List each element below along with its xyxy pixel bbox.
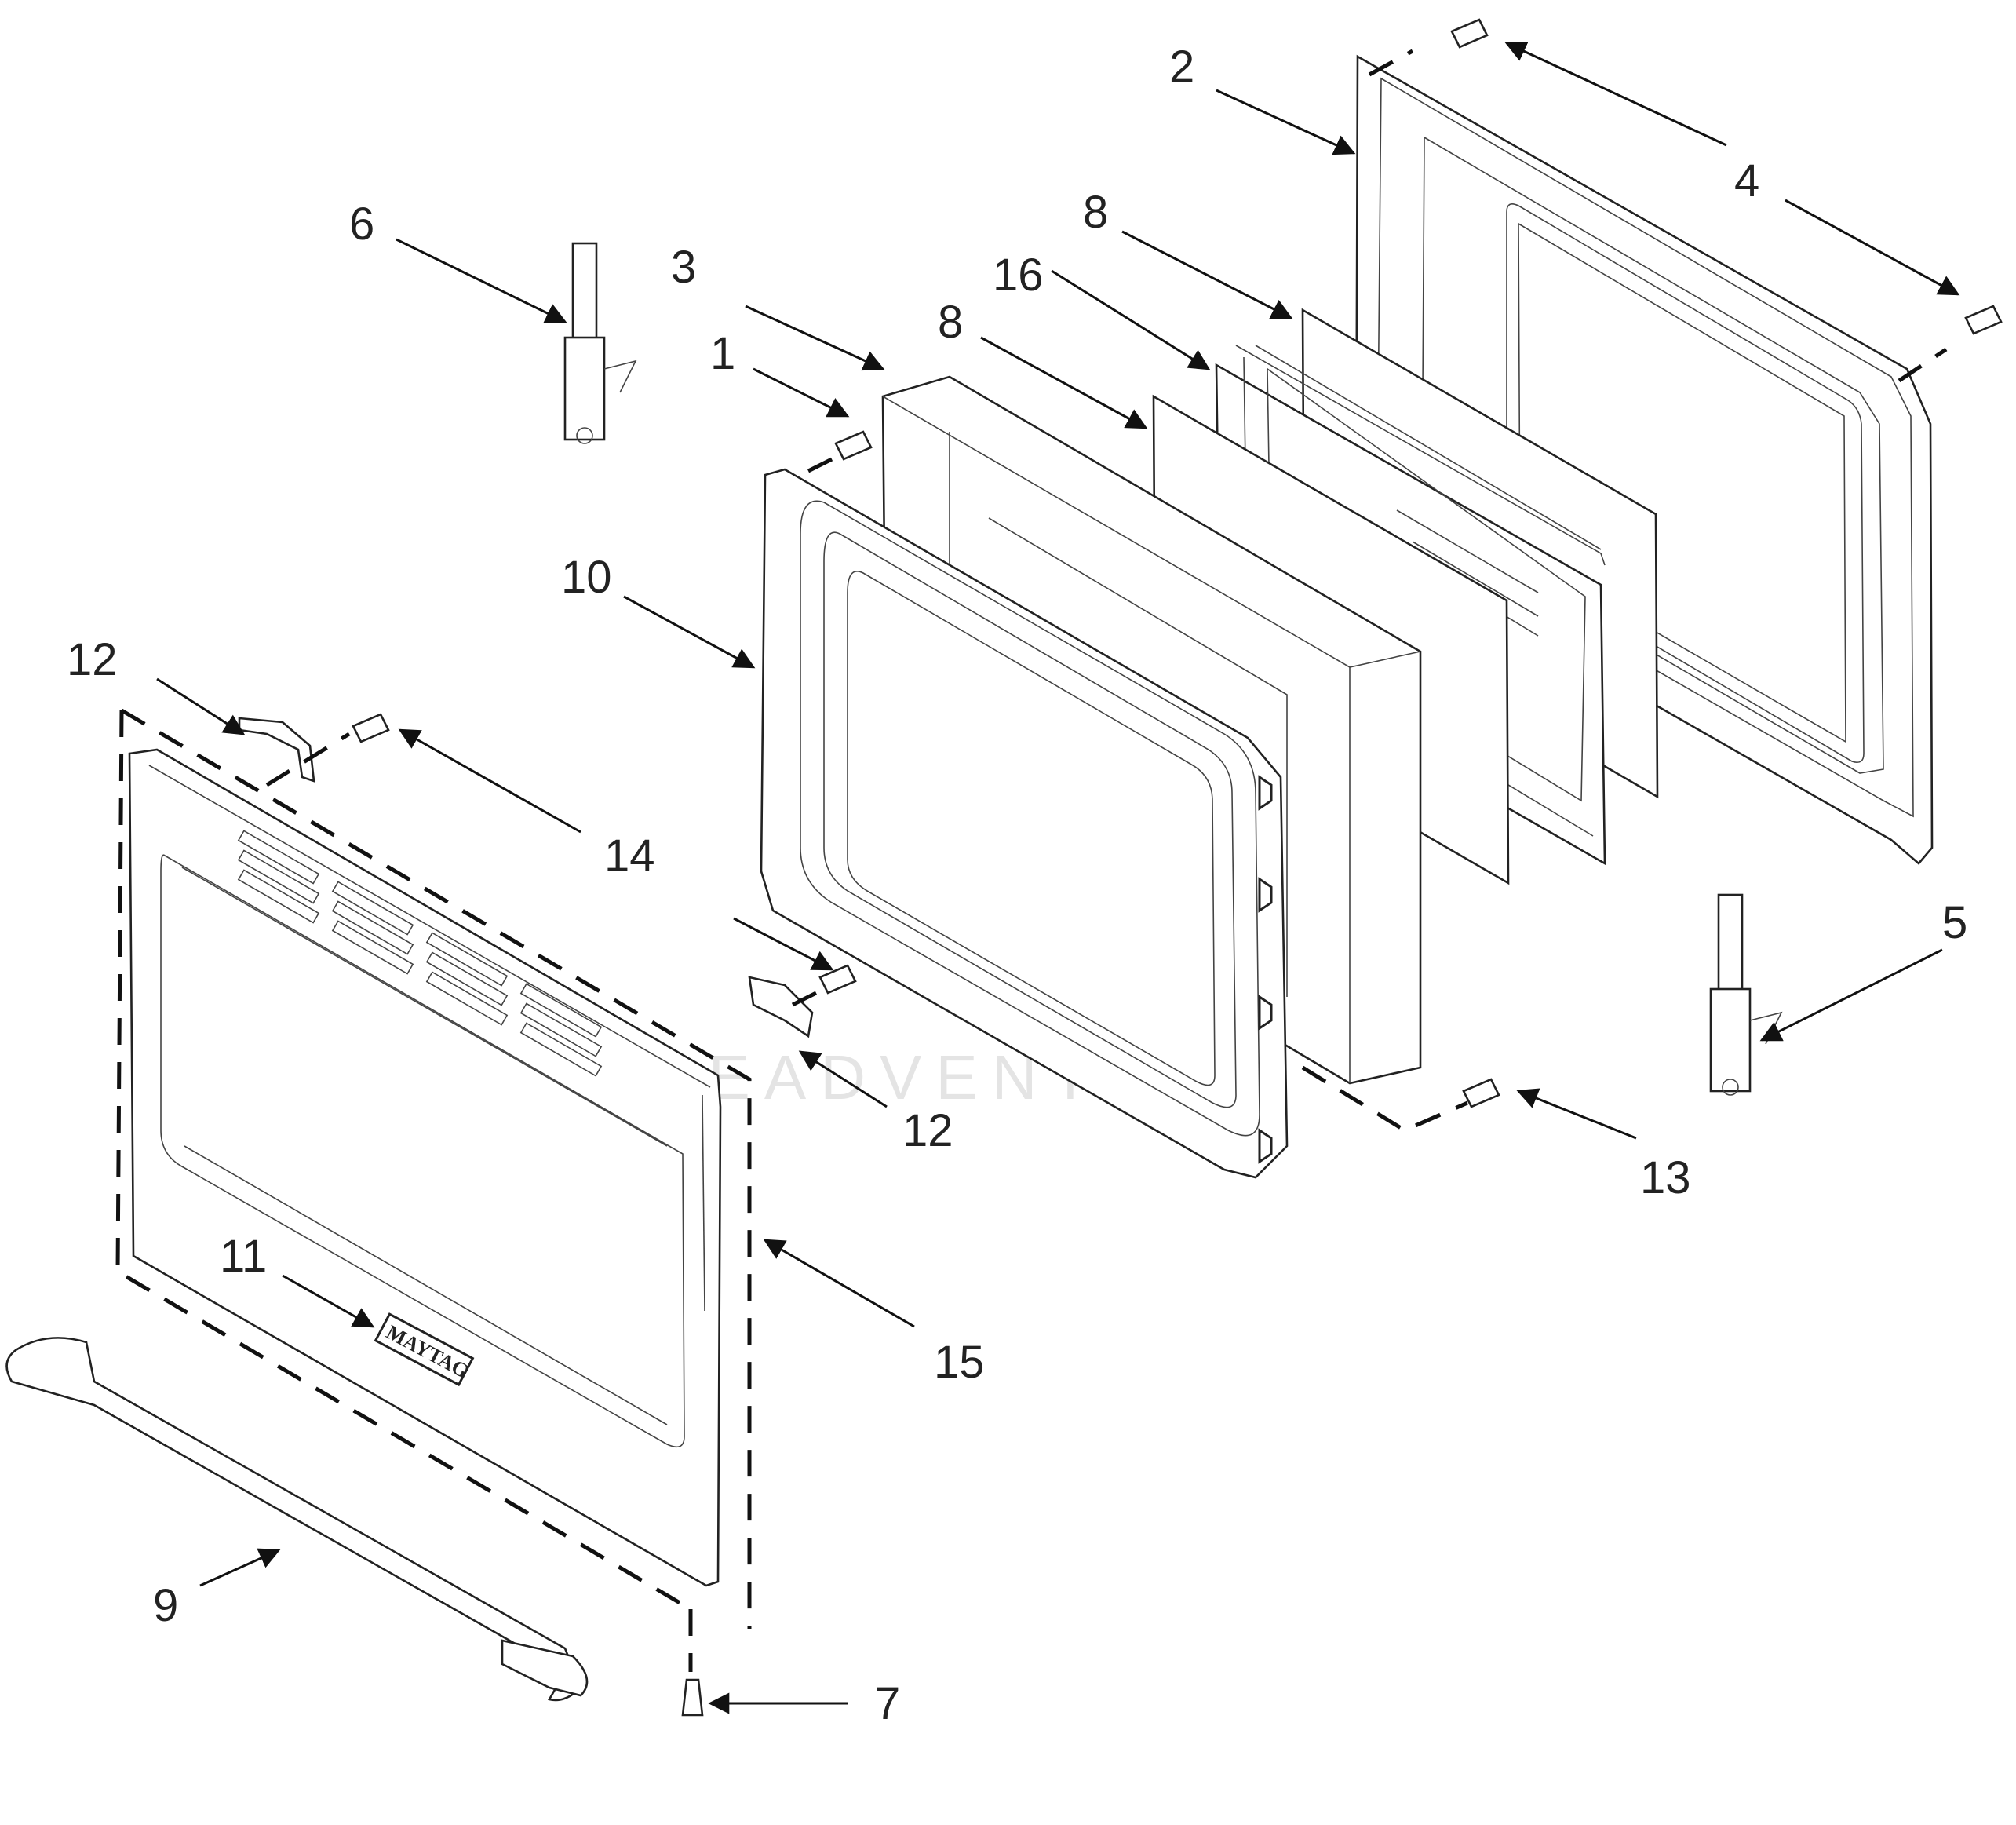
bracket-bottom <box>748 976 814 1038</box>
callout-4: 4 <box>1734 155 1759 206</box>
leader-arrows <box>156 41 1960 1714</box>
assembly-outline <box>115 49 1948 1672</box>
bracket-top <box>238 717 315 783</box>
callout-11: 11 <box>220 1231 267 1282</box>
callout-3: 3 <box>671 242 696 293</box>
callout-15: 15 <box>934 1337 985 1388</box>
callout-14: 14 <box>604 830 655 881</box>
screw-7 <box>681 1678 704 1717</box>
callout-8-rear: 8 <box>1083 187 1108 238</box>
hinge-left <box>563 242 637 444</box>
callout-2: 2 <box>1169 42 1194 93</box>
callout-10: 10 <box>561 552 612 603</box>
screw-1 <box>834 430 873 461</box>
callout-16: 16 <box>993 250 1044 301</box>
screw-13 <box>1462 1078 1500 1108</box>
callout-13: 13 <box>1640 1152 1691 1203</box>
callout-12-bottom: 12 <box>902 1105 953 1156</box>
outer-door-panel: MAYTAG <box>128 748 722 1587</box>
callout-5: 5 <box>1942 897 1967 948</box>
callout-labels: 2 4 6 8 3 16 8 1 10 12 14 12 5 13 11 15 … <box>67 42 1967 1729</box>
hinge-right <box>1709 893 1783 1096</box>
callout-7: 7 <box>875 1678 900 1729</box>
callout-6: 6 <box>349 199 374 250</box>
door-frame <box>760 468 1289 1179</box>
callout-8-front: 8 <box>938 297 963 348</box>
screw-14a <box>352 713 390 743</box>
screw-2 <box>1450 18 1489 49</box>
callout-12-top: 12 <box>67 634 118 685</box>
door-handle <box>5 1337 589 1702</box>
callout-1: 1 <box>710 328 735 379</box>
screw-14b <box>818 964 857 995</box>
screw-4 <box>1964 305 2003 335</box>
callout-9: 9 <box>153 1580 178 1631</box>
